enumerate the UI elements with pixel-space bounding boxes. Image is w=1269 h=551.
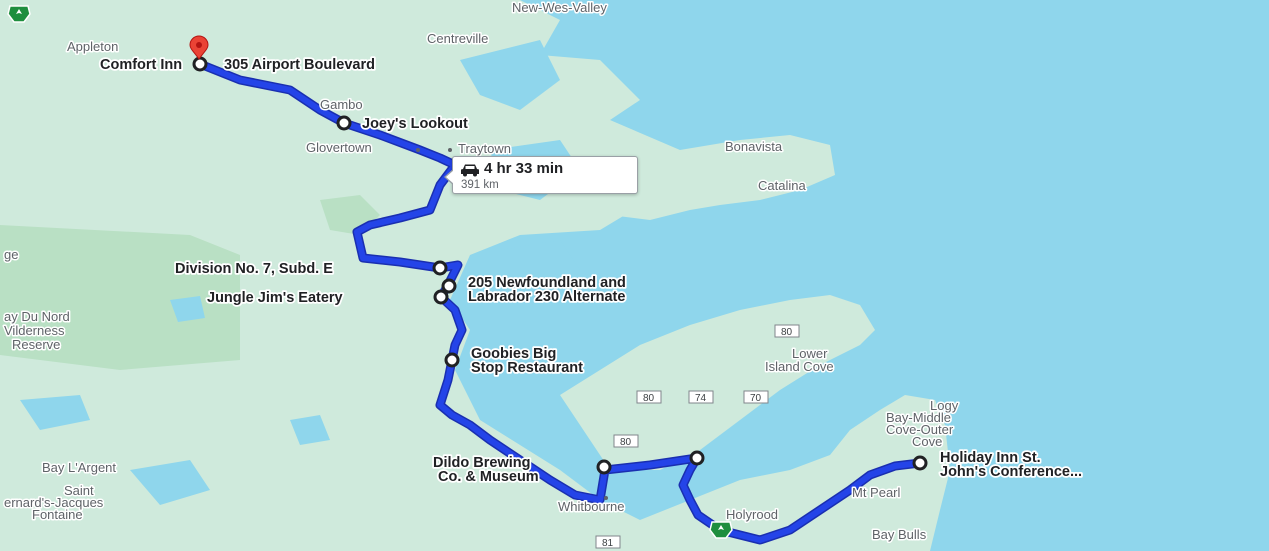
place-holyrood: Holyrood: [726, 507, 778, 522]
waypoint-label-comfort-inn[interactable]: Comfort Inn: [98, 55, 184, 75]
place-logy-2: Bay-Middle: [886, 410, 951, 425]
car-icon: [461, 164, 479, 177]
place-bay-du-nord-3: Reserve: [12, 337, 60, 352]
town-dot-whitbourne: [604, 496, 608, 500]
highway-shield-80-a: 80: [774, 324, 800, 338]
inlet-1: [460, 40, 560, 110]
waypoint-marker-junction[interactable]: [689, 450, 705, 466]
waypoint-marker-comfort-inn[interactable]: [192, 56, 208, 72]
lake-1: [20, 395, 90, 430]
tch-shield-icon: [7, 5, 31, 23]
shield-80-a-label: 80: [781, 327, 793, 338]
place-saint-1: Saint: [64, 483, 94, 498]
shield-81-label: 81: [602, 538, 614, 549]
place-traytown: Traytown: [458, 141, 511, 156]
inlet-4: [530, 320, 590, 375]
waypoint-marker-division[interactable]: [432, 260, 448, 276]
waypoint-label-joeys-lookout[interactable]: Joey's Lookout: [360, 114, 469, 134]
shield-80-c-label: 80: [620, 437, 632, 448]
shield-70-label: 70: [750, 393, 762, 404]
place-gambo: Gambo: [320, 97, 363, 112]
place-whitbourne: Whitbourne: [558, 499, 624, 514]
place-centreville: Centreville: [427, 31, 488, 46]
place-ge: ge: [4, 247, 18, 262]
route-duration: 4 hr 33 min: [484, 160, 564, 177]
place-saint-3: Fontaine: [32, 507, 83, 522]
place-catalina: Catalina: [758, 178, 806, 193]
waypoint-label-goobies-1[interactable]: Goobies Big: [469, 344, 558, 364]
waypoint-label-nl-230-1[interactable]: 205 Newfoundland and: [466, 273, 627, 293]
waypoint-label-dildo-2[interactable]: Co. & Museum: [436, 467, 540, 487]
waypoint-marker-joeys-lookout[interactable]: [336, 115, 352, 131]
inlet-3: [500, 240, 580, 300]
place-logy-3: Cove-Outer: [886, 422, 954, 437]
waypoint-marker-dildo[interactable]: [596, 459, 612, 475]
tch-shield-icon: [709, 521, 733, 539]
waypoint-marker-nl-230[interactable]: [441, 278, 457, 294]
highway-shield-70: 70: [743, 390, 769, 404]
waypoint-label-airport-blvd[interactable]: 305 Airport Boulevard: [222, 55, 376, 75]
waypoint-label-holiday-2[interactable]: John's Conference...: [938, 462, 1084, 482]
lake-4: [170, 296, 205, 322]
place-mt-pearl: Mt Pearl: [852, 485, 901, 500]
place-bay-du-nord-1: ay Du Nord: [4, 309, 70, 324]
highway-shield-80-c: 80: [613, 434, 639, 448]
place-lower-island-cove-1: Lower: [792, 346, 828, 361]
place-saint-2: ernard's-Jacques: [4, 495, 104, 510]
waypoint-label-goobies-2[interactable]: Stop Restaurant: [469, 358, 585, 378]
place-bay-largent: Bay L'Argent: [42, 460, 116, 475]
waypoint-label-jungle-jims[interactable]: Jungle Jim's Eatery: [205, 288, 344, 308]
waypoint-marker-holiday-inn[interactable]: [912, 455, 928, 471]
route-distance: 391 km: [461, 179, 499, 191]
shield-74-label: 74: [695, 393, 707, 404]
place-bay-bulls: Bay Bulls: [872, 527, 927, 542]
lake-2: [130, 460, 210, 505]
place-logy-1: Logy: [930, 398, 959, 413]
waypoint-marker-jungle-jims[interactable]: [433, 289, 449, 305]
park-bay-du-nord: [0, 225, 240, 370]
highway-shield-80-b: 80: [636, 390, 662, 404]
town-dot-traytown: [448, 148, 452, 152]
place-lower-island-cove-2: Island Cove: [765, 359, 834, 374]
highway-shield-81: 81: [595, 535, 621, 549]
town-dot-glovertown: [416, 148, 420, 152]
route-info-callout[interactable]: 4 hr 33 min 391 km: [444, 156, 638, 194]
land-west: [0, 0, 700, 551]
waypoint-marker-goobies[interactable]: [444, 352, 460, 368]
highway-shield-74: 74: [688, 390, 714, 404]
place-appleton: Appleton: [67, 39, 118, 54]
map-pin-icon[interactable]: [189, 35, 209, 60]
land-bonavista: [600, 135, 835, 220]
waypoint-label-nl-230-2[interactable]: Labrador 230 Alternate: [466, 287, 627, 307]
waypoint-label-holiday-1[interactable]: Holiday Inn St.: [938, 448, 1042, 468]
place-logy-4: Cove: [912, 434, 942, 449]
land-avalon: [640, 395, 950, 551]
place-glovertown: Glovertown: [306, 140, 372, 155]
shield-80-b-label: 80: [643, 393, 655, 404]
waypoint-label-division[interactable]: Division No. 7, Subd. E: [173, 259, 335, 279]
place-bonavista: Bonavista: [725, 139, 783, 154]
place-new-wes-valley: New-Wes-Valley: [512, 0, 607, 15]
place-bay-du-nord-2: Vilderness: [4, 323, 65, 338]
waypoint-label-dildo-1[interactable]: Dildo Brewing: [431, 453, 532, 473]
land-bay-de-verde: [560, 295, 875, 470]
lake-3: [290, 415, 330, 445]
